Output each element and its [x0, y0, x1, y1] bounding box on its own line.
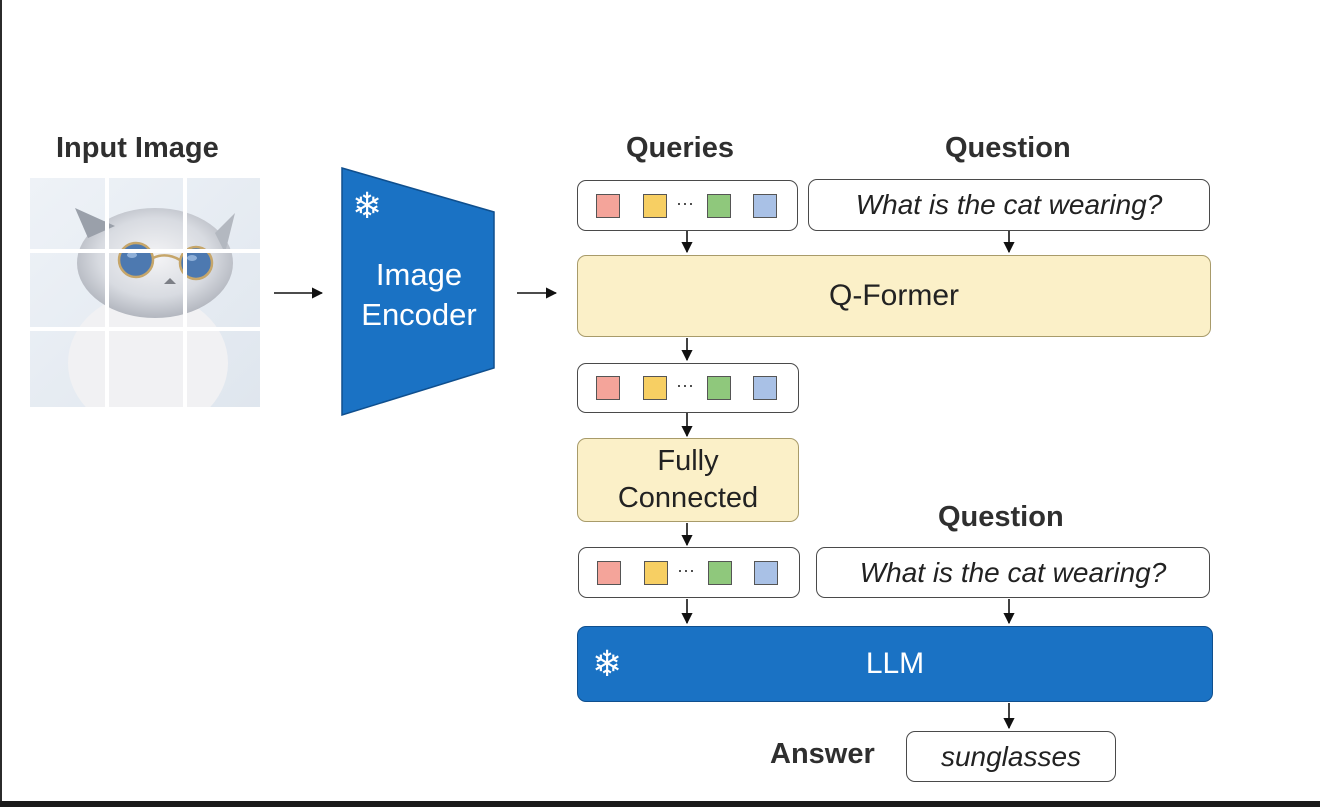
question-text-box-bottom: What is the cat wearing? — [816, 547, 1210, 598]
q-former-block: Q-Former — [577, 255, 1211, 337]
image-encoder-label: Image Encoder — [344, 255, 494, 335]
query-token — [707, 194, 731, 218]
projected-token — [597, 561, 621, 585]
question-heading-bottom: Question — [938, 501, 1064, 533]
projected-token — [708, 561, 732, 585]
fully-connected-block: Fully Connected — [577, 438, 799, 522]
image-encoder-shape — [341, 167, 495, 417]
query-token — [753, 194, 777, 218]
frame-bottom-border — [0, 801, 1320, 807]
query-token — [643, 194, 667, 218]
input-image-heading: Input Image — [56, 132, 219, 164]
query-token — [596, 194, 620, 218]
image-encoder-label-line2: Encoder — [361, 297, 477, 332]
llm-block: LLM — [577, 626, 1213, 702]
output-token — [596, 376, 620, 400]
input-image — [30, 178, 260, 407]
cat-picture — [30, 178, 260, 407]
queries-heading: Queries — [626, 132, 734, 164]
llm-label: LLM — [865, 647, 925, 680]
projected-tokens-box: ··· — [578, 547, 800, 598]
question-heading-top: Question — [945, 132, 1071, 164]
output-token — [707, 376, 731, 400]
answer-heading: Answer — [770, 738, 875, 770]
ellipsis: ··· — [676, 193, 694, 213]
projected-token — [754, 561, 778, 585]
qformer-output-tokens-box: ··· — [577, 363, 799, 413]
question-text-box-top: What is the cat wearing? — [808, 179, 1210, 231]
output-token — [753, 376, 777, 400]
image-encoder-label-line1: Image — [375, 257, 463, 292]
snowflake-icon: ❄ — [352, 185, 383, 226]
answer-text-box: sunglasses — [906, 731, 1116, 782]
query-tokens-box: ··· — [577, 180, 798, 231]
fully-connected-line1: Fully — [657, 445, 719, 477]
output-token — [643, 376, 667, 400]
ellipsis: ··· — [677, 560, 695, 580]
frame-left-border — [0, 0, 2, 807]
projected-token — [644, 561, 668, 585]
snowflake-icon: ❄ — [592, 643, 623, 684]
ellipsis: ··· — [676, 375, 694, 395]
fully-connected-line2: Connected — [617, 482, 759, 514]
